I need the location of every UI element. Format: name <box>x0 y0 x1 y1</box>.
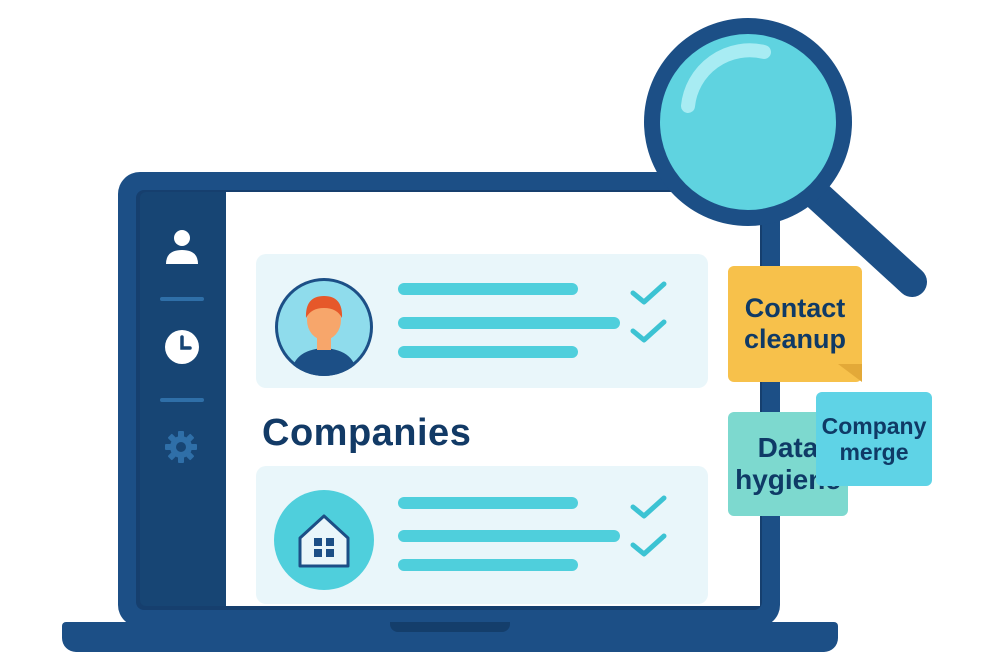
section-heading: Companies <box>262 412 472 454</box>
laptop-notch <box>390 622 510 632</box>
check-icon <box>630 494 668 525</box>
magnifying-glass-icon <box>640 14 940 309</box>
tag-company-merge: Company merge <box>816 392 932 486</box>
tag-contact-cleanup: Contact cleanup <box>728 266 862 382</box>
tag-label: cleanup <box>743 324 847 354</box>
sidebar-divider <box>160 297 204 301</box>
tag-label: Contact <box>744 292 846 323</box>
user-icon[interactable] <box>160 226 204 275</box>
tag-label: Data <box>757 431 819 463</box>
tag-label: Company <box>821 412 927 439</box>
tag-label: merge <box>839 439 909 465</box>
note-fold <box>838 364 862 382</box>
company-field-line <box>398 497 578 509</box>
contact-field-line <box>398 283 578 295</box>
check-icon <box>630 280 668 311</box>
sidebar-divider <box>160 398 204 402</box>
company-field-line <box>398 559 578 571</box>
contact-field-line <box>398 317 620 329</box>
company-field-line <box>398 530 620 542</box>
person-avatar-icon <box>273 276 375 383</box>
check-icon <box>630 532 668 563</box>
gear-icon[interactable] <box>162 428 200 471</box>
check-icon <box>630 318 668 349</box>
contact-field-line <box>398 346 578 358</box>
house-icon <box>272 488 376 597</box>
clock-icon[interactable] <box>163 328 201 371</box>
